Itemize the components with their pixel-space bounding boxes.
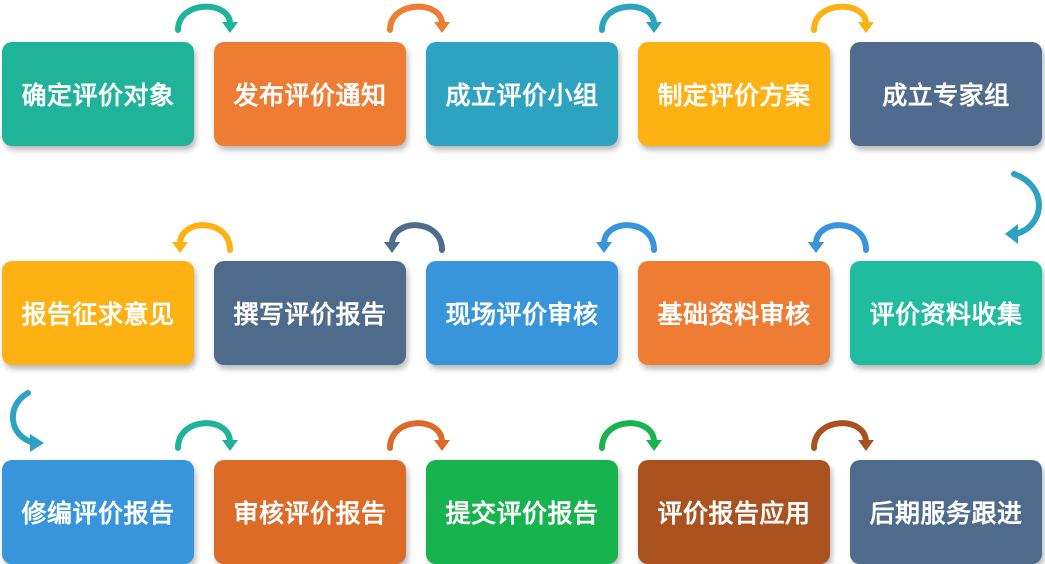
- step-7: 基础资料审核: [638, 261, 830, 365]
- step-1: 确定评价对象: [2, 42, 194, 146]
- step-9: 撰写评价报告: [214, 261, 406, 365]
- arrow-9-to-10: [172, 222, 233, 253]
- arrow-14-to-15: [811, 420, 874, 451]
- arrow-10-to-11: [10, 390, 44, 452]
- step-13: 提交评价报告: [426, 460, 618, 564]
- step-2: 发布评价通知: [214, 42, 406, 146]
- arrow-4-to-5: [811, 3, 874, 33]
- arrow-7-to-8: [596, 222, 657, 253]
- arrow-5-to-6: [1005, 171, 1042, 244]
- arrow-3-to-4: [599, 3, 662, 33]
- step-5: 成立专家组: [850, 42, 1042, 146]
- step-12: 审核评价报告: [214, 460, 406, 564]
- step-6: 评价资料收集: [850, 261, 1042, 365]
- arrow-1-to-2: [175, 3, 238, 33]
- step-11: 修编评价报告: [2, 460, 194, 564]
- step-3: 成立评价小组: [426, 42, 618, 146]
- step-15: 后期服务跟进: [850, 460, 1042, 564]
- arrow-13-to-14: [599, 420, 662, 451]
- arrow-12-to-13: [387, 420, 450, 451]
- arrow-6-to-7: [808, 222, 869, 253]
- arrow-8-to-9: [384, 222, 445, 253]
- step-4: 制定评价方案: [638, 42, 830, 146]
- arrow-11-to-12: [175, 420, 238, 451]
- step-14: 评价报告应用: [638, 460, 830, 564]
- step-10: 报告征求意见: [2, 261, 194, 365]
- arrow-2-to-3: [387, 3, 450, 33]
- step-8: 现场评价审核: [426, 261, 618, 365]
